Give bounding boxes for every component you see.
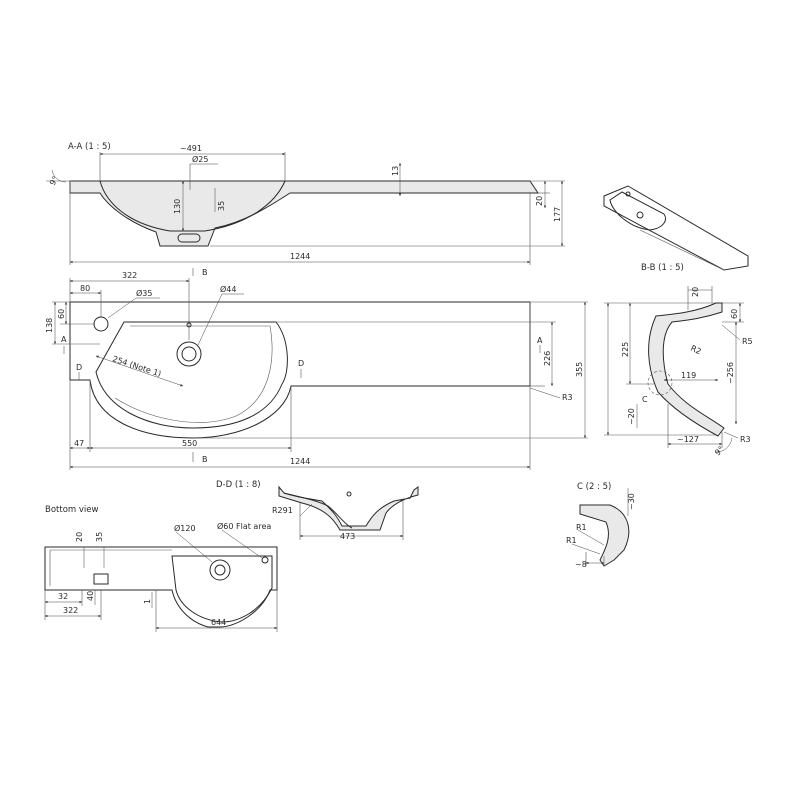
bottom-dim-32: 32 bbox=[58, 592, 68, 601]
plan-marker-d-left: D bbox=[76, 363, 82, 372]
view-c: C (2 : 5) ~30 R1 R1 ~8 bbox=[566, 482, 636, 569]
bb-dim-20b: ~20 bbox=[627, 408, 636, 425]
perspective-thumbnail bbox=[603, 185, 749, 271]
bottom-drain-outer bbox=[209, 559, 231, 581]
bottom-dim-644: 644 bbox=[211, 618, 226, 627]
aa-dim-20: 20 bbox=[535, 196, 544, 206]
bb-dim-119: 119 bbox=[681, 371, 696, 380]
c-title: C (2 : 5) bbox=[577, 482, 611, 492]
c-dim-8: ~8 bbox=[575, 560, 587, 569]
dd-section-profile bbox=[278, 485, 419, 531]
aa-dim-13: 13 bbox=[391, 166, 400, 176]
bb-dim-r5: R5 bbox=[742, 337, 753, 346]
bottom-dim-flat: Ø60 Flat area bbox=[217, 521, 271, 531]
plan-dim-226: 226 bbox=[543, 351, 552, 366]
bottom-drain-inner bbox=[214, 564, 226, 576]
bb-dim-r3: R3 bbox=[740, 435, 751, 444]
bb-title: B-B (1 : 5) bbox=[641, 263, 684, 273]
aa-drain-hole bbox=[177, 233, 201, 243]
plan-dim-138: 138 bbox=[45, 318, 54, 333]
view-aa-title: A-A (1 : 5) bbox=[68, 142, 111, 152]
plan-tap-hole bbox=[93, 316, 109, 332]
plan-basin-inner bbox=[114, 325, 273, 423]
aa-section-profile bbox=[69, 180, 539, 247]
dd-title: D-D (1 : 8) bbox=[216, 480, 261, 490]
plan-dim-44: Ø44 bbox=[220, 284, 236, 294]
bottom-dim-1: 1 bbox=[143, 599, 152, 604]
c-dim-r1b: R1 bbox=[566, 536, 577, 545]
aa-basin-inner bbox=[99, 180, 286, 232]
plan-marker-a-left: A bbox=[61, 335, 67, 344]
aa-dim-491: ~491 bbox=[180, 144, 202, 153]
aa-angle-9: 9° bbox=[48, 175, 60, 187]
bottom-title: Bottom view bbox=[45, 505, 99, 515]
c-dim-r1a: R1 bbox=[576, 523, 587, 532]
plan-dim-r3: R3 bbox=[562, 393, 573, 402]
plan-basin-rim bbox=[95, 321, 288, 429]
aa-dim-35: 35 bbox=[217, 201, 226, 211]
aa-dim-130: 130 bbox=[173, 199, 182, 214]
plan-dim-550: 550 bbox=[182, 439, 197, 448]
bb-dim-256: ~256 bbox=[726, 362, 735, 384]
plan-dim-355: 355 bbox=[575, 362, 584, 377]
plan-marker-a-right: A bbox=[537, 336, 543, 345]
bb-angle-9: 9° bbox=[713, 445, 726, 458]
bottom-dim-120: Ø120 bbox=[174, 523, 196, 533]
bottom-outline bbox=[44, 546, 278, 628]
plan-drain-inner bbox=[181, 346, 197, 362]
view-plan: 322 80 Ø35 Ø44 B B 60 138 A 254 (Note 1)… bbox=[45, 268, 588, 470]
plan-marker-d-right: D bbox=[298, 359, 304, 368]
view-dd: D-D (1 : 8) R291 473 bbox=[216, 480, 419, 541]
plan-dim-47: 47 bbox=[74, 439, 84, 448]
bb-section-profile bbox=[648, 302, 725, 437]
aa-dim-177: 177 bbox=[553, 207, 562, 222]
bb-dim-60: 60 bbox=[730, 309, 739, 319]
view-aa: A-A (1 : 5) ~491 Ø25 13 130 35 20 177 12… bbox=[46, 142, 565, 265]
plan-dim-254: 254 (Note 1) bbox=[111, 354, 162, 378]
bottom-dim-322: 322 bbox=[63, 606, 78, 615]
plan-dim-322: 322 bbox=[122, 271, 137, 280]
plan-dim-35: Ø35 bbox=[136, 288, 152, 298]
dd-dim-473: 473 bbox=[340, 532, 355, 541]
c-dim-30: ~30 bbox=[627, 493, 636, 510]
plan-dim-80: 80 bbox=[80, 284, 90, 293]
bottom-basin bbox=[171, 555, 273, 623]
plan-marker-b-bottom: B bbox=[202, 455, 208, 464]
plan-dim-60: 60 bbox=[57, 309, 66, 319]
dd-dim-r291: R291 bbox=[272, 506, 293, 515]
dd-basin-inner bbox=[283, 492, 353, 529]
bb-dim-127: ~127 bbox=[677, 435, 699, 444]
bb-marker-c: C bbox=[642, 395, 648, 404]
aa-dim-1244: 1244 bbox=[290, 252, 310, 261]
bb-dim-225: 225 bbox=[621, 342, 630, 357]
view-bb: C 20 60 225 R5 R2 119 ~256 ~20 ~127 R3 9… bbox=[604, 263, 753, 457]
bottom-dim-20: 20 bbox=[75, 532, 84, 542]
bb-dim-r2: R2 bbox=[689, 344, 702, 357]
aa-dim-25: Ø25 bbox=[192, 154, 208, 164]
bottom-dim-35: 35 bbox=[95, 532, 104, 542]
plan-marker-b-top: B bbox=[202, 268, 208, 277]
bottom-dim-40: 40 bbox=[86, 591, 95, 601]
bb-dim-20: 20 bbox=[691, 287, 700, 297]
view-bottom: Bottom view 20 35 Ø120 Ø60 Flat area 32 … bbox=[44, 505, 278, 632]
plan-drain-outer bbox=[176, 341, 202, 367]
plan-dim-1244: 1244 bbox=[290, 457, 310, 466]
